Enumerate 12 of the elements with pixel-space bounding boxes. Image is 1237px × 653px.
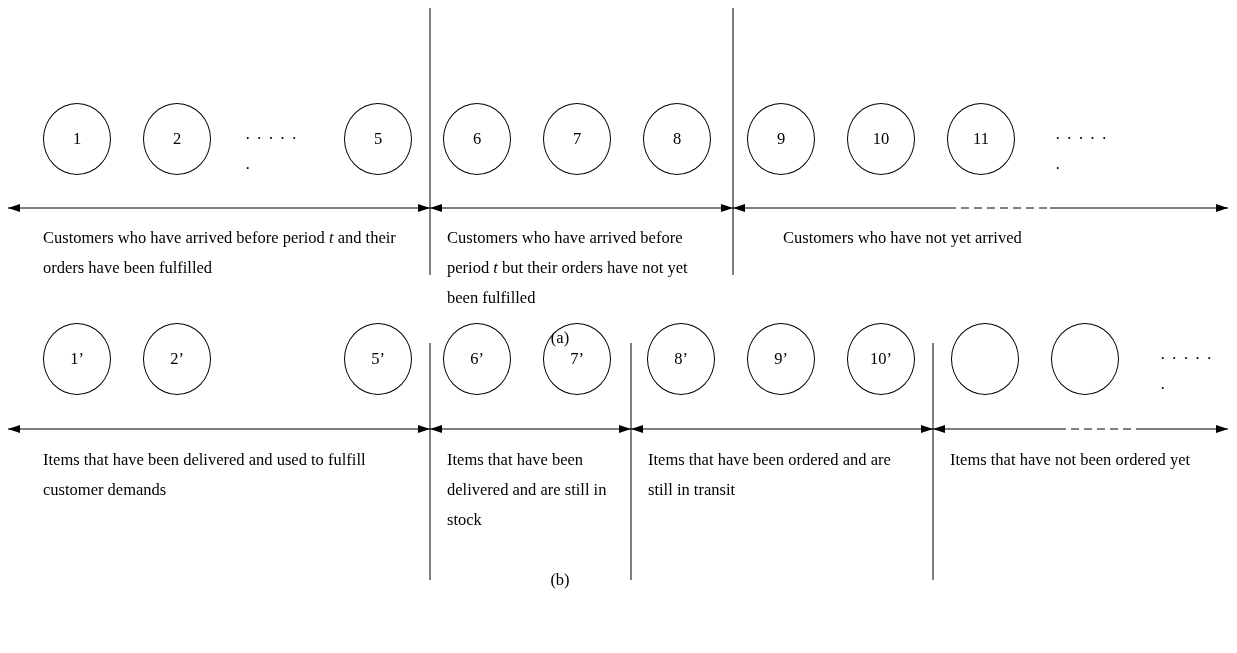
ellipsis: · · · · · · <box>1160 348 1214 400</box>
description-text: Items that have been ordered and are still in transit <box>648 449 892 501</box>
ellipsis: · · · · · · <box>245 128 299 180</box>
description-text: Customers who have arrived before period t but their orders have not yet been fulfilled <box>447 227 689 309</box>
ellipsis: · · · · · · <box>1055 128 1109 180</box>
panel-label: (b) <box>549 569 571 591</box>
description-text: Items that have not been ordered yet <box>950 449 1192 471</box>
description-text: Customers who have not yet arrived <box>783 227 1023 249</box>
panel-label: (a) <box>549 327 571 349</box>
description-text: Items that have been delivered and used to fulfill customer demands <box>43 449 367 501</box>
description-text: Customers who have arrived before period t and their orders have been fulfilled <box>43 227 397 279</box>
description-text: Items that have been delivered and are still in stock <box>447 449 608 531</box>
